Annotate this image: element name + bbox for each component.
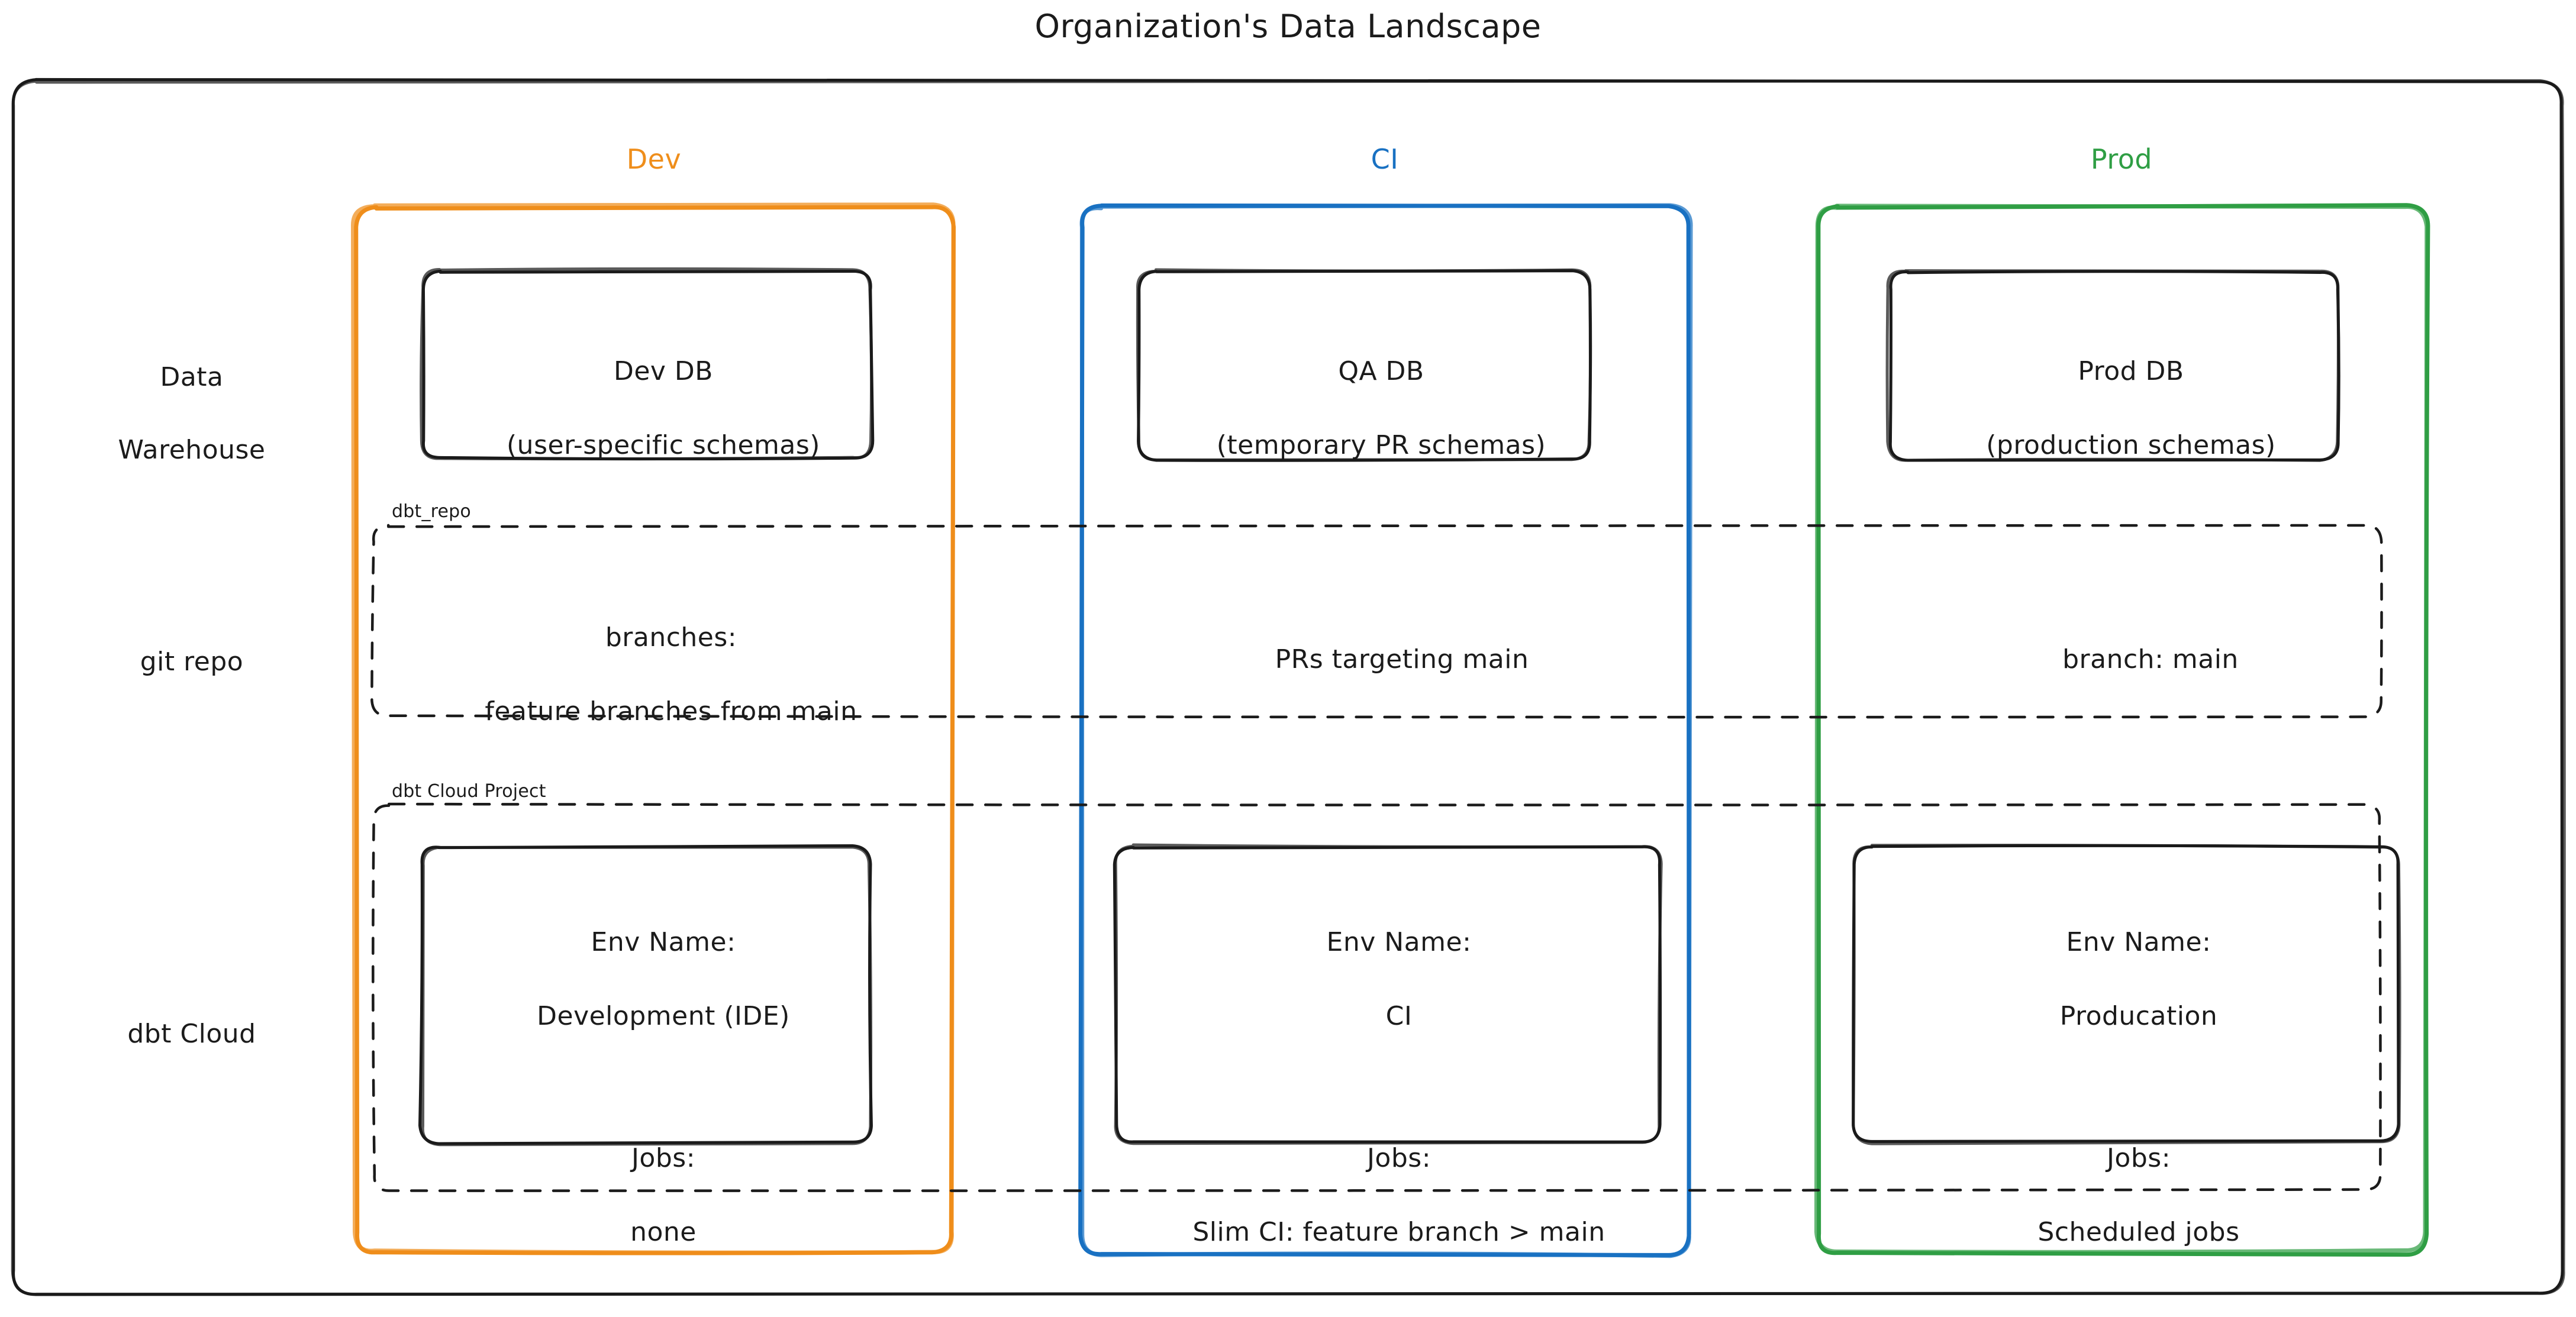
db-box-text-ci: QA DB (temporary PR schemas) (1139, 317, 1589, 501)
jobs-value: Slim CI: feature branch > main (1192, 1216, 1605, 1247)
page-title: Organization's Data Landscape (1034, 8, 1542, 45)
row-label-line1: git repo (140, 646, 244, 677)
db-detail: (temporary PR schemas) (1216, 430, 1546, 461)
env-name-label: Env Name: (591, 927, 736, 958)
env-title-prod: Prod (2090, 143, 2153, 175)
db-detail: (production schemas) (1986, 430, 2276, 461)
env-name-value: Producation (2059, 1001, 2218, 1032)
jobs-label: Jobs: (2106, 1142, 2171, 1173)
row-label-line1: dbt Cloud (127, 1018, 256, 1049)
jobs-label: Jobs: (1366, 1142, 1432, 1173)
git-line1: branches: (605, 622, 737, 653)
jobs-label: Jobs: (631, 1142, 696, 1173)
group-label-dbt-repo: dbt_repo (392, 501, 471, 522)
env-title-dev: Dev (626, 143, 682, 175)
jobs-value: none (630, 1216, 697, 1247)
git-line1: PRs targeting main (1275, 644, 1529, 675)
git-line1: branch: main (2062, 644, 2239, 675)
row-label-line1: Data (160, 361, 224, 392)
git-line2: feature branches from main (485, 696, 857, 727)
group-label-dbt-cloud-project: dbt Cloud Project (392, 781, 546, 802)
git-text-prod: branch: main (1867, 605, 2400, 715)
dbt-cloud-text-prod: Env Name: Producation Jobs: Scheduled jo… (1855, 887, 2388, 1288)
row-label-dbt-cloud: dbt Cloud (36, 979, 314, 1089)
env-name-value: Development (IDE) (537, 1001, 790, 1032)
db-name: Dev DB (613, 356, 713, 387)
db-box-text-prod: Prod DB (production schemas) (1889, 317, 2339, 501)
env-title-ci: CI (1371, 143, 1399, 175)
jobs-value: Scheduled jobs (2037, 1216, 2240, 1247)
db-box-text-dev: Dev DB (user-specific schemas) (421, 317, 871, 501)
git-text-dev: branches: feature branches from main (388, 583, 920, 767)
env-name-value: CI (1385, 1001, 1413, 1032)
row-label-line2: Warehouse (118, 434, 266, 465)
spacer (1115, 1072, 1648, 1103)
env-name-label: Env Name: (1326, 927, 1472, 958)
git-text-ci: PRs targeting main (1118, 605, 1651, 715)
spacer (421, 1072, 871, 1103)
row-label-git-repo: git repo (36, 607, 314, 716)
dbt-cloud-text-dev: Env Name: Development (IDE) Jobs: none (421, 887, 871, 1288)
dbt-cloud-text-ci: Env Name: CI Jobs: Slim CI: feature bran… (1115, 887, 1648, 1288)
db-detail: (user-specific schemas) (507, 430, 820, 461)
db-name: Prod DB (2078, 356, 2184, 387)
row-label-data-warehouse: Data Warehouse (36, 322, 314, 505)
spacer (1855, 1072, 2388, 1103)
env-name-label: Env Name: (2066, 927, 2211, 958)
db-name: QA DB (1338, 356, 1424, 387)
